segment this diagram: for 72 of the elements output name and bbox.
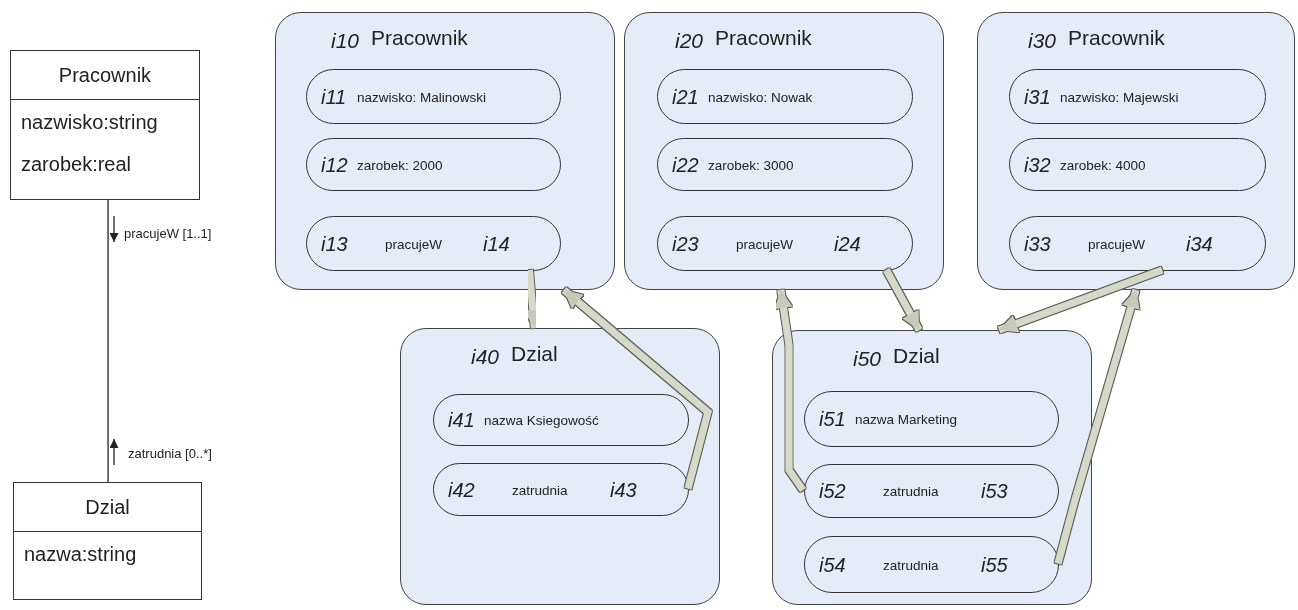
class-box (10, 50, 200, 200)
arrow (1054, 289, 1140, 565)
object-id: i43 (610, 478, 637, 501)
object-id: i21 (672, 85, 699, 108)
class-name: Pracownik (1068, 26, 1165, 50)
object-id: i31 (1024, 85, 1051, 108)
slot-text: zatrudnia (883, 557, 939, 572)
object-id: i10 (331, 29, 360, 53)
slot-pill (804, 464, 1059, 518)
slot-text: nazwisko: Majewski (1060, 89, 1179, 104)
object-id: i12 (321, 153, 348, 176)
object-id: i55 (981, 553, 1008, 576)
slot-pill (804, 536, 1059, 593)
class-name: Pracownik (715, 26, 812, 50)
attribute-text: zarobek:real (21, 153, 132, 176)
object-box (772, 330, 1092, 605)
object-id: i34 (1186, 232, 1213, 255)
slot-pill (1009, 138, 1266, 191)
role-label: pracujeW [1..1] (124, 226, 212, 241)
class-box (13, 482, 202, 600)
slot-text: zarobek: 4000 (1060, 157, 1146, 172)
arrow (561, 287, 712, 490)
object-id: i20 (675, 29, 704, 53)
class-name: Dzial (511, 342, 558, 366)
object-box (624, 12, 944, 290)
slot-pill (657, 138, 913, 191)
attribute-text: nazwa:string (24, 543, 137, 566)
object-id: i50 (853, 347, 882, 371)
class-name: Pracownik (371, 26, 468, 50)
slot-text: zatrudnia (512, 482, 568, 497)
slot-text: nazwisko: Nowak (708, 89, 813, 104)
slot-pill (804, 391, 1059, 447)
association-line (107, 199, 109, 483)
class-name: Dzial (893, 344, 940, 368)
slot-text: zatrudnia (883, 483, 939, 499)
object-id: i52 (819, 479, 846, 503)
slot-text: pracujeW (385, 236, 443, 251)
slot-pill (433, 394, 689, 446)
object-box (275, 12, 615, 290)
object-id: i42 (448, 478, 475, 501)
object-id: i14 (483, 232, 510, 255)
arrow (523, 269, 542, 329)
slot-text: pracujeW (736, 236, 794, 251)
slot-text: zarobek: 3000 (708, 157, 794, 172)
arrow (774, 289, 806, 492)
object-id: i33 (1024, 232, 1051, 255)
slot-pill (306, 138, 561, 191)
object-id: i22 (672, 153, 699, 176)
object-box (977, 12, 1295, 290)
role-label: zatrudnia [0..*] (128, 446, 212, 461)
object-id: i24 (834, 232, 861, 255)
object-id: i32 (1024, 153, 1051, 176)
object-id: i53 (981, 479, 1008, 503)
object-id: i41 (448, 408, 475, 432)
class-name: Dzial (14, 483, 201, 532)
object-id: i51 (819, 407, 846, 431)
slot-text: nazwisko: Malinowski (357, 89, 487, 104)
object-id: i40 (471, 345, 500, 369)
slot-text: nazwa Marketing (855, 411, 958, 427)
attribute-text: nazwisko:string (21, 111, 158, 134)
object-id: i23 (672, 232, 699, 255)
object-id: i13 (321, 232, 348, 255)
slot-pill (433, 463, 689, 516)
slot-text: zarobek: 2000 (357, 157, 443, 172)
slot-text: nazwa Ksiegowość (484, 412, 599, 428)
object-id: i54 (819, 553, 846, 576)
arrow (883, 268, 923, 332)
object-id: i30 (1028, 29, 1057, 53)
class-name: Pracownik (11, 51, 199, 100)
slot-text: pracujeW (1088, 236, 1146, 251)
object-id: i11 (321, 85, 347, 108)
object-box (400, 328, 720, 605)
